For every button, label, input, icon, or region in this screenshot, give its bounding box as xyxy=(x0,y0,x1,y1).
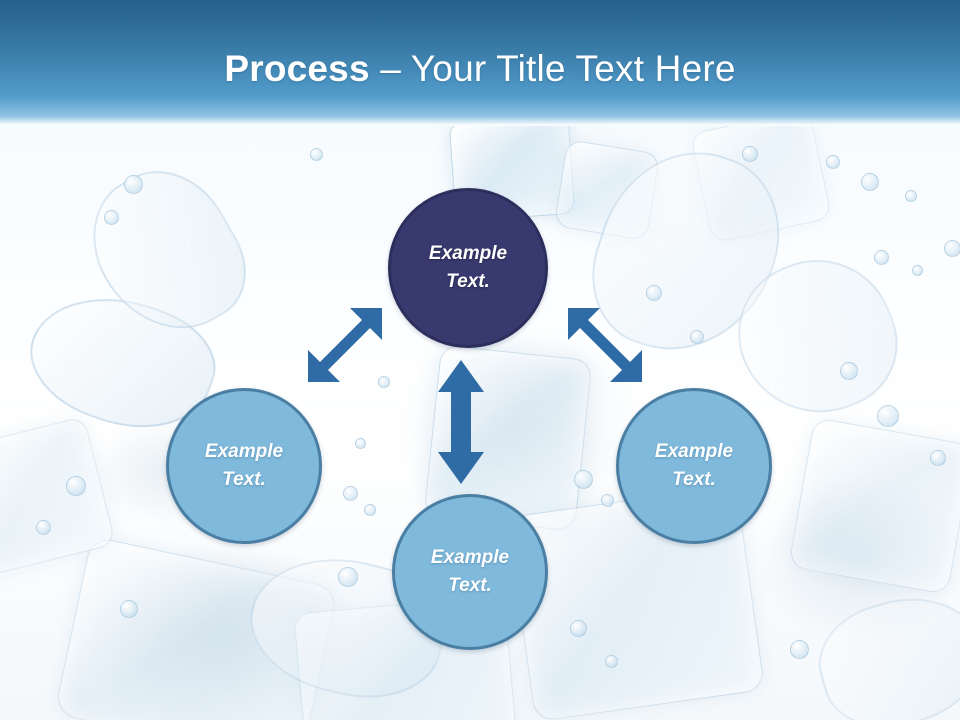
water-droplet xyxy=(343,486,358,501)
water-droplet xyxy=(574,470,593,489)
process-node-top[interactable]: Example Text. xyxy=(388,188,548,348)
node-label-line2: Text. xyxy=(222,469,266,490)
page-title: Process – Your Title Text Here xyxy=(0,47,960,91)
node-label-line2: Text. xyxy=(448,575,492,596)
ice-cube xyxy=(788,417,960,595)
water-droplet xyxy=(338,567,358,587)
water-droplet xyxy=(364,504,376,516)
water-droplet xyxy=(124,175,143,194)
water-droplet xyxy=(601,494,614,507)
water-droplet xyxy=(570,620,587,637)
process-node-left[interactable]: Example Text. xyxy=(166,388,322,544)
water-droplet xyxy=(120,600,138,618)
water-droplet xyxy=(646,285,662,301)
water-splash xyxy=(806,579,960,720)
node-label-line2: Text. xyxy=(672,469,716,490)
water-droplet xyxy=(861,173,879,191)
arrow-top-to-bottom xyxy=(438,360,484,484)
node-label-line1: Example xyxy=(654,441,734,462)
water-droplet xyxy=(310,148,323,161)
water-droplet xyxy=(912,265,923,276)
process-node-right[interactable]: Example Text. xyxy=(616,388,772,544)
water-droplet xyxy=(944,240,960,257)
water-droplet xyxy=(742,146,758,162)
page-title-rest: – Your Title Text Here xyxy=(380,48,736,89)
water-droplet xyxy=(930,450,946,466)
water-droplet xyxy=(605,655,618,668)
water-droplet xyxy=(840,362,858,380)
node-label-line2: Text. xyxy=(446,271,490,292)
water-droplet xyxy=(826,155,840,169)
water-droplet xyxy=(874,250,889,265)
water-droplet xyxy=(378,376,390,388)
arrow-top-to-right xyxy=(568,308,642,382)
water-droplet xyxy=(66,476,86,496)
node-label-line1: Example xyxy=(204,441,284,462)
process-node-bottom[interactable]: Example Text. xyxy=(392,494,548,650)
water-droplet xyxy=(877,405,899,427)
water-droplet xyxy=(905,190,917,202)
arrow-top-to-left xyxy=(308,308,382,382)
node-label-line1: Example xyxy=(428,243,508,264)
title-banner xyxy=(0,0,960,126)
page-title-strong: Process xyxy=(224,48,381,89)
node-label-line1: Example xyxy=(430,547,510,568)
water-droplet xyxy=(104,210,119,225)
water-droplet xyxy=(355,438,366,449)
water-droplet xyxy=(36,520,51,535)
water-droplet xyxy=(690,330,704,344)
water-droplet xyxy=(790,640,809,659)
